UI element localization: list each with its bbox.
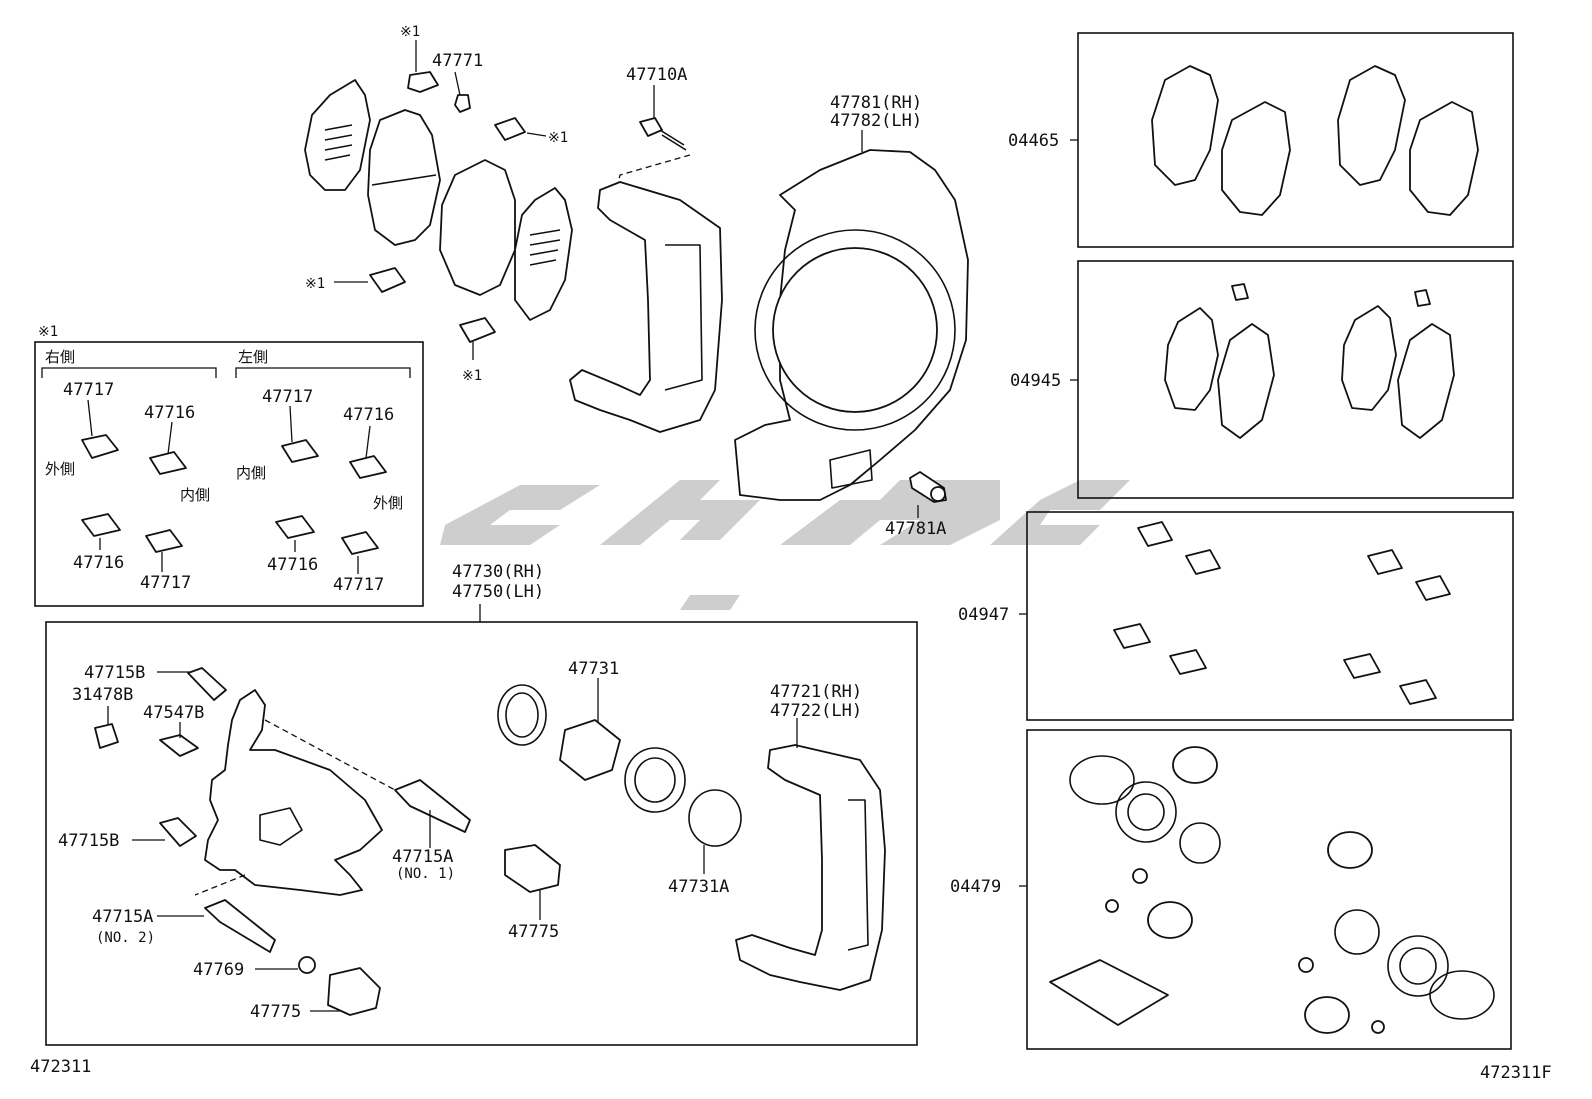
left-side-heading: 左側 [238,348,268,366]
pin-no2-label: (NO. 2) [96,930,155,946]
piston-seal-icon [1049,746,1495,1034]
anti-squeal-clip-icon [1113,521,1451,705]
note-mark-1: ※1 [38,324,58,340]
bolt-icon [909,471,947,503]
caliper-mounting-bracket [735,744,886,991]
disc-dust-shield [734,149,969,501]
anti-squeal-clip-icon [81,434,387,555]
part-number-47782-lh: 47782(LH) [830,111,922,131]
part-number-47717: 47717 [140,573,191,593]
inner-side-label: 内側 [236,464,266,482]
part-number-47775: 47775 [250,1002,301,1022]
caliper-assembly-box [45,621,918,1046]
outer-side-label: 外側 [45,460,75,478]
part-number-47547B: 47547B [143,703,204,723]
shim-kit-box [34,341,424,607]
part-number-47717: 47717 [262,387,313,407]
part-number-47771: 47771 [432,51,483,71]
figure-code-left: 472311 [30,1057,91,1077]
brake-pad-icon [1151,65,1479,216]
seal-kit-box-04479 [1026,729,1512,1050]
part-number-47721-rh: 47721(RH) [770,682,862,702]
part-number-47715A: 47715A [92,907,153,927]
note-mark-1: ※1 [305,276,325,292]
part-number-04479: 04479 [950,877,1001,897]
pin-no1-label: (NO. 1) [396,866,455,882]
brake-pad-icon [1164,283,1455,439]
part-number-31478B: 31478B [72,685,133,705]
note-mark-1: ※1 [462,368,482,384]
bushing-icon [298,956,316,974]
part-number-47716: 47716 [343,405,394,425]
part-number-47717: 47717 [63,380,114,400]
part-number-47722-lh: 47722(LH) [770,701,862,721]
part-number-47715B: 47715B [58,831,119,851]
part-number-47717: 47717 [333,575,384,595]
part-number-04947: 04947 [958,605,1009,625]
part-number-47781A: 47781A [885,519,946,539]
part-number-04465: 04465 [1008,131,1059,151]
pad-group-top-left [304,79,573,321]
note-mark-1: ※1 [548,130,568,146]
part-number-47710A: 47710A [626,65,687,85]
outer-side-label: 外側 [373,494,403,512]
note-mark-1: ※1 [400,24,420,40]
bolt-icon [639,117,687,151]
part-number-04945: 04945 [1010,371,1061,391]
figure-code-right: 472311F [1480,1063,1552,1083]
part-number-47715A: 47715A [392,847,453,867]
part-number-47769: 47769 [193,960,244,980]
caliper-mounting-bracket [569,181,723,433]
anti-squeal-clip-icon [369,71,526,343]
part-number-47716: 47716 [267,555,318,575]
piston-seal-icon [497,684,742,847]
part-number-47775: 47775 [508,922,559,942]
part-number-47781-rh: 47781(RH) [830,93,922,113]
part-number-47750-lh: 47750(LH) [452,582,544,602]
part-number-47715B: 47715B [84,663,145,683]
caliper-body [204,689,383,896]
part-number-47731A: 47731A [668,877,729,897]
part-number-47731: 47731 [568,659,619,679]
part-number-47716: 47716 [144,403,195,423]
bolt-icon [159,667,227,847]
part-number-47716: 47716 [73,553,124,573]
guide-pin-icon [204,779,471,953]
part-number-47730-rh: 47730(RH) [452,562,544,582]
inner-side-label: 内側 [180,486,210,504]
right-side-heading: 右側 [45,348,75,366]
dust-boot-icon [327,844,561,1016]
shim-kit-box-04947 [1026,511,1514,721]
bleeder-cap-icon [94,723,119,749]
